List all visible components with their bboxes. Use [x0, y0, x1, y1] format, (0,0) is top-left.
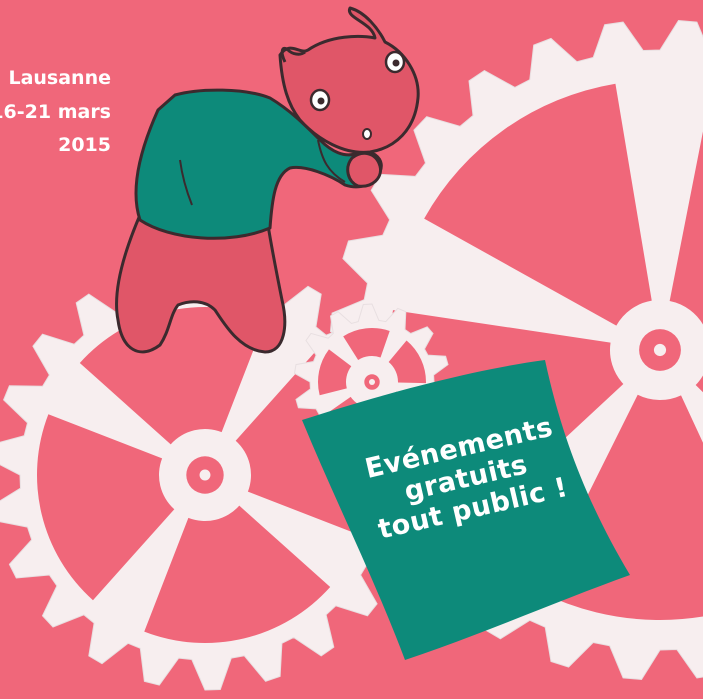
city-label: Lausanne [8, 67, 111, 89]
dates-label: 16-21 mars [0, 101, 111, 123]
creature-illustration [115, 6, 420, 354]
announcement-card [302, 360, 630, 660]
year-label: 2015 [58, 134, 111, 156]
